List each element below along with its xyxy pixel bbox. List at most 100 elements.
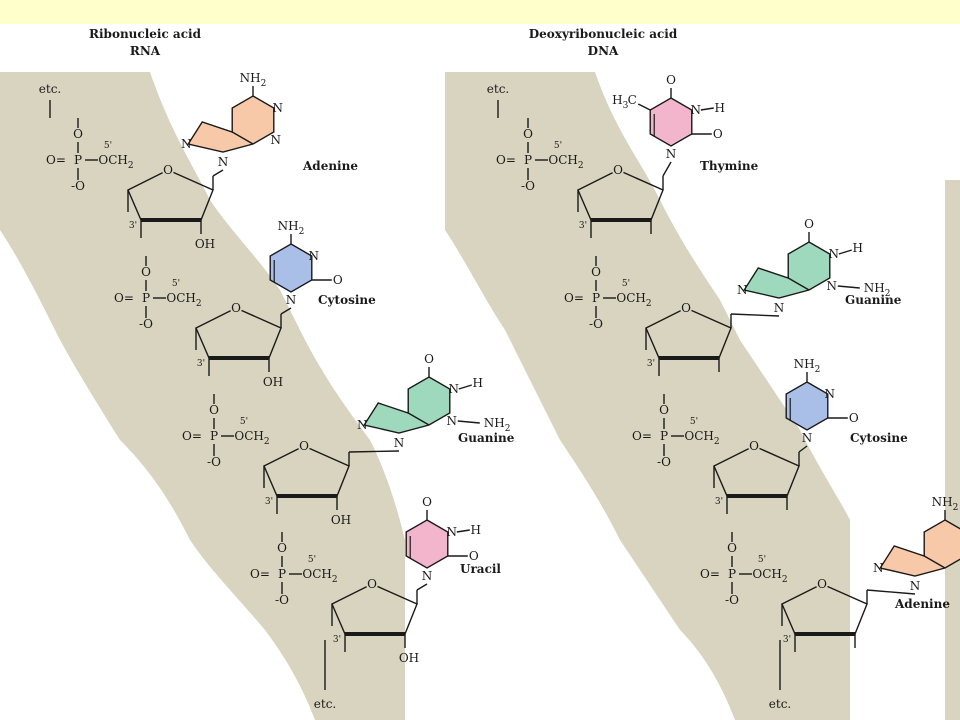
- rna-unit-1-sugar-ring: [127, 169, 214, 221]
- rna-unit-2-hydroxyl: OH: [263, 375, 283, 389]
- dna-unit-2-guanine-nh-bond: [838, 249, 852, 255]
- rna-unit-3-negative-oxygen: -O: [207, 455, 221, 469]
- dna-unit-4-glycosidic-bond: [866, 589, 916, 595]
- rna-unit-1-phosphorus: P: [74, 153, 82, 167]
- rna-unit-3-guanine-n1-h: H: [473, 376, 483, 390]
- dna-unit-4-sugar-ring: [781, 583, 868, 635]
- rna-unit-4-uracil-c4-oxygen: O: [422, 495, 432, 509]
- dna-unit-1-double-bond-oxygen: O=: [496, 153, 516, 167]
- rna-unit-4-uracil-n1: N: [422, 569, 433, 583]
- rna-unit-1-och2-label: OCH2: [98, 153, 133, 171]
- dna-unit-4-adenine-fusion-bond: [923, 555, 946, 569]
- dna-unit-3-ring-oxygen-bg: [748, 440, 760, 452]
- rna-unit-3-guanine-n7: N: [357, 418, 368, 432]
- dna-unit-1-phosphorus: P: [524, 153, 532, 167]
- rna-unit-3-ring-oxygen-bg: [298, 440, 310, 452]
- rna-unit-2-cytosine-ring: [269, 243, 313, 293]
- rna-unit-2-double-bond-oxygen: O=: [114, 291, 134, 305]
- rna-unit-1-adenine-amino: NH2: [240, 71, 267, 89]
- dna-unit-1-glycosidic-bond: [662, 161, 672, 177]
- dna-unit-1-thymine-c2-oxygen: O: [713, 127, 723, 141]
- rna-unit-2-phosphorus: P: [142, 291, 150, 305]
- dna-unit-2-bridge-oxygen-top: O: [591, 265, 601, 279]
- rna-unit-1-adenine-n1: N: [273, 101, 284, 115]
- rna-unit-4-uracil-n3-h: H: [471, 523, 481, 537]
- dna-unit-2-och2-label: OCH2: [616, 291, 651, 309]
- dna-unit-4-ring-oxygen-bg: [816, 578, 828, 590]
- rna-unit-2-cytosine-n1: N: [286, 293, 297, 307]
- dna-unit-2-five-prime: 5': [622, 279, 630, 289]
- rna-unit-2-ring-oxygen: O: [231, 301, 241, 315]
- rna-unit-2-five-prime: 5': [172, 279, 180, 289]
- rna-unit-1-adenine-rings: [187, 95, 275, 153]
- dna-unit-3-double-bond-oxygen: O=: [632, 429, 652, 443]
- rna-unit-4-uracil-ring: [405, 519, 449, 569]
- rna-unit-2-ring-oxygen-bg: [230, 302, 242, 314]
- rna-unit-2-negative-oxygen: -O: [139, 317, 153, 331]
- dna-unit-2-ring-oxygen: O: [681, 301, 691, 315]
- dna-unit-3-bridge-oxygen-top: O: [659, 403, 669, 417]
- dna-unit-4-adenine-rings: [879, 519, 960, 577]
- rna-base-label-4: Uracil: [460, 562, 501, 576]
- rna-unit-3-guanine-nh-bond: [458, 384, 472, 390]
- rna-unit-2-cytosine-carbonyl: O: [333, 273, 343, 287]
- rna-unit-3-guanine-amino: NH2: [484, 416, 511, 434]
- dna-unit-3-cytosine-amino: NH2: [794, 357, 821, 375]
- dna-unit-2-guanine-rings: [743, 241, 831, 299]
- rna-unit-4-hydroxyl: OH: [399, 651, 419, 665]
- rna-unit-3-three-prime: 3': [265, 497, 273, 507]
- dna-unit-2-guanine-fusion-bond: [787, 277, 810, 291]
- top-bar: [0, 0, 960, 24]
- rna-base-label-1: Adenine: [302, 159, 358, 173]
- rna-unit-2-glycosidic-bond: [280, 307, 292, 315]
- rna-unit-3-double-bond-oxygen: O=: [182, 429, 202, 443]
- dna-unit-2-guanine-n1: N: [829, 247, 840, 261]
- dna-unit-1-three-prime: 3': [579, 221, 587, 231]
- dna-unit-2-guanine-carbonyl: O: [804, 217, 814, 231]
- rna-unit-3-guanine-rings: [363, 376, 451, 434]
- dna-unit-1-five-prime: 5': [554, 141, 562, 151]
- rna-unit-3-hydroxyl: OH: [331, 513, 351, 527]
- rna-unit-4-glycosidic-bond: [416, 583, 428, 591]
- dna-unit-3-cytosine-carbonyl: O: [849, 411, 859, 425]
- dna-unit-2-guanine-n1-h: H: [853, 241, 863, 255]
- dna-unit-4-three-prime: 3': [783, 635, 791, 645]
- dna-unit-2-glycosidic-bond: [730, 313, 780, 317]
- dna-unit-1-thymine-c4-oxygen: O: [666, 73, 676, 87]
- dna-unit-4-negative-oxygen: -O: [725, 593, 739, 607]
- rna-unit-3-glycosidic-bond: [348, 450, 400, 453]
- dna-unit-1-och2-label: OCH2: [548, 153, 583, 171]
- dna-unit-4-five-prime: 5': [758, 555, 766, 565]
- rna-unit-1-adenine-n7: N: [181, 137, 192, 151]
- rna-unit-2-sugar-ring: [195, 307, 282, 359]
- rna-unit-1-adenine-fusion-bond: [231, 131, 254, 145]
- rna-base-label-2: Cytosine: [318, 293, 376, 307]
- dna-unit-3-three-prime: 3': [715, 497, 723, 507]
- dna-unit-4-double-bond-oxygen: O=: [700, 567, 720, 581]
- dna-unit-2-guanine-n7: N: [737, 283, 748, 297]
- dna-unit-3-glycosidic-bond: [798, 445, 808, 453]
- rna-unit-4-och2-label: OCH2: [302, 567, 337, 585]
- rna-unit-4-uracil-nh-bond: [456, 529, 470, 533]
- dna-unit-2-double-bond-oxygen: O=: [564, 291, 584, 305]
- dna-unit-4-adenine-n9: N: [910, 579, 921, 593]
- dna-etc-bottom: etc.: [769, 697, 791, 711]
- dna-unit-1-ring-oxygen: O: [613, 163, 623, 177]
- rna-unit-1-five-prime: 5': [104, 141, 112, 151]
- rna-unit-2-three-prime: 3': [197, 359, 205, 369]
- rna-unit-1-adenine-n3: N: [271, 133, 282, 147]
- dna-unit-2-sugar-ring: [645, 307, 732, 359]
- rna-unit-4-uracil-c2-oxygen: O: [469, 549, 479, 563]
- dna-unit-2-three-prime: 3': [647, 359, 655, 369]
- dna-unit-3-phosphorus: P: [660, 429, 668, 443]
- dna-unit-1-ring-oxygen-bg: [612, 164, 624, 176]
- dna-unit-3-cytosine-ring: [785, 381, 829, 431]
- rna-unit-1-three-prime: 3': [129, 221, 137, 231]
- dna-unit-2-guanine-n9: N: [774, 301, 785, 315]
- rna-unit-3-guanine-n9: N: [394, 436, 405, 450]
- dna-base-label-1: Thymine: [700, 159, 759, 173]
- dna-unit-4-adenine-amino: NH2: [932, 495, 959, 513]
- dna-unit-1-thymine-methyl-h: H3: [612, 93, 628, 111]
- dna-base-label-3: Cytosine: [850, 431, 908, 445]
